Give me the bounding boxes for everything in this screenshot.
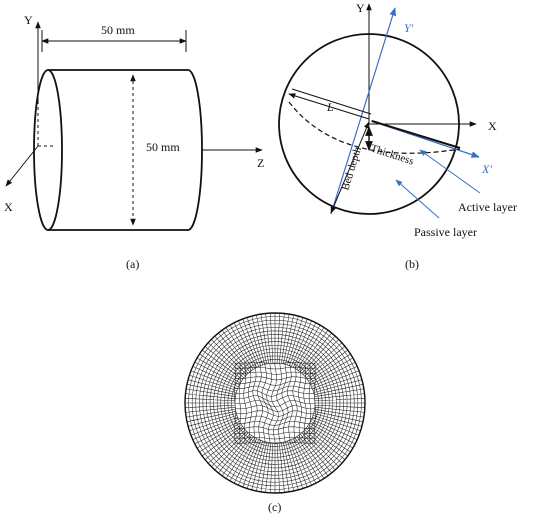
active-layer-chord (371, 120, 461, 149)
diameter-label: 50 mm (146, 140, 180, 154)
bed-depth-arrow (330, 121, 370, 214)
caption-b: (b) (405, 257, 419, 271)
length-label-b: L (326, 100, 334, 114)
length-dimension-arrow-b (288, 93, 370, 120)
computational-mesh (185, 313, 365, 493)
mesh-boundary (184, 312, 366, 494)
thickness-label: Thickness (369, 142, 415, 167)
passive-layer-label: Passive layer (414, 225, 477, 239)
y-axis-label-b: Y (356, 1, 365, 15)
mesh-lines (185, 313, 365, 493)
panel-c: (c) (184, 312, 366, 514)
caption-a: (a) (126, 257, 139, 271)
passive-layer-pointer (395, 179, 440, 219)
length-dimension-line-b (291, 88, 372, 115)
y-axis-label: Y (24, 13, 33, 27)
x-axis-arrow (5, 145, 39, 187)
x-axis-label-b: X (488, 119, 497, 133)
panel-b: Y X Y' X' L Bed depth Thickness Active l… (278, 1, 517, 271)
x-prime-axis-label: X' (481, 162, 492, 176)
x-axis-label: X (4, 200, 13, 214)
caption-c: (c) (268, 500, 281, 514)
length-label: 50 mm (101, 23, 135, 37)
hidden-axes (37, 104, 54, 147)
z-axis-label: Z (257, 156, 264, 170)
y-prime-axis-label: Y' (404, 21, 414, 35)
panel-a: Y X Z 50 mm 50 mm (a) (4, 13, 264, 271)
bed-depth-label: Bed depth (339, 145, 364, 192)
active-layer-pointer (419, 149, 481, 194)
active-layer-label: Active layer (458, 200, 517, 214)
